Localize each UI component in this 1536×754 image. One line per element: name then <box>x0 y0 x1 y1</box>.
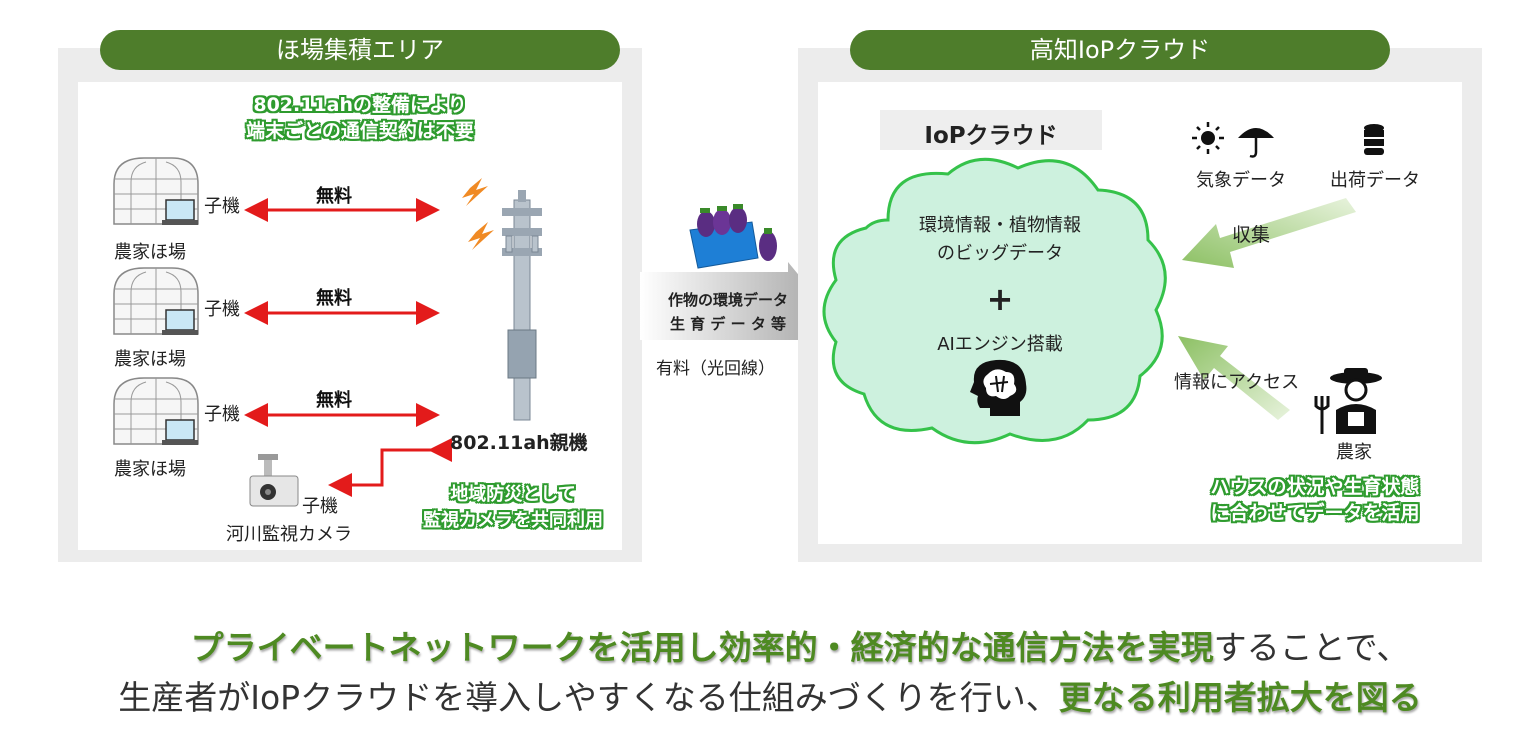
ai-engine-label: AIエンジン搭載 <box>937 334 1063 355</box>
data-source-icons <box>1192 122 1384 158</box>
greenhouse-icon-3 <box>113 377 199 446</box>
flow-arrows <box>1178 198 1356 420</box>
cloud-line-2: のビッグデータ <box>937 243 1063 264</box>
greenhouse-icon-1 <box>113 157 199 226</box>
disaster-line-2: 監視カメラを共同利用 <box>423 510 603 531</box>
database-icon <box>1364 124 1384 155</box>
farm-label-3: 農家ほ場 <box>114 459 186 480</box>
usage-line-1: ハウスの状況や生育状態 <box>1210 476 1420 498</box>
no-contract-note: 802.11ahの整備により 端末ごとの通信契約は不要 <box>160 92 560 144</box>
right-panel-title: 高知IoPクラウド <box>850 30 1390 70</box>
note-line-1: 802.11ahの整備により <box>253 94 467 116</box>
ai-brain-icon <box>970 359 1027 416</box>
usage-note: ハウスの状況や生育状態 に合わせてデータを活用 <box>1150 474 1480 526</box>
bottom-line-1: プライベートネットワークを活用し効率的・経済的な通信方法を実現することで、 <box>100 626 1500 670</box>
access-label: 情報にアクセス <box>1174 372 1300 393</box>
disaster-note: 地域防災として 監視カメラを共同利用 <box>398 482 628 534</box>
free-label-2: 無料 <box>316 288 352 309</box>
camera-label: 河川監視カメラ <box>226 524 352 545</box>
farmer-label: 農家 <box>1336 442 1372 463</box>
sun-icon <box>1192 122 1224 154</box>
access-arrow <box>1178 336 1290 420</box>
weather-data-label: 気象データ <box>1196 170 1286 191</box>
umbrella-icon <box>1238 128 1274 158</box>
bottom-line-2-highlight: 更なる利用者拡大を図る <box>1058 678 1422 717</box>
collect-arrow <box>1182 198 1356 268</box>
data-flow-arrow <box>640 262 825 340</box>
greenhouse-icon-2 <box>113 267 199 336</box>
child-label-2: 子機 <box>204 299 240 320</box>
farm-label-1: 農家ほ場 <box>114 242 186 263</box>
cloud-shape <box>822 157 1167 445</box>
left-panel-title: ほ場集積エリア <box>100 30 620 70</box>
data-flow-label: 作物の環境データ 生 育 デ ー タ 等 <box>648 288 808 336</box>
camera-icon <box>249 454 299 507</box>
free-label-1: 無料 <box>316 186 352 207</box>
camera-child-label: 子機 <box>302 496 338 517</box>
wireless-signal-icon <box>462 178 494 250</box>
note-line-2: 端末ごとの通信契約は不要 <box>246 120 474 142</box>
cloud-title-box <box>880 110 1102 150</box>
cloud-title: IoPクラウド <box>924 123 1058 149</box>
disaster-line-1: 地域防災として <box>450 484 576 505</box>
cloud-graphic <box>822 157 1167 445</box>
shipping-data-label: 出荷データ <box>1330 170 1420 191</box>
parent-station-label: 802.11ah親機 <box>450 432 588 454</box>
child-label-1: 子機 <box>204 196 240 217</box>
paid-label: 有料（光回線） <box>656 359 775 379</box>
camera-link <box>328 438 452 497</box>
child-label-3: 子機 <box>204 404 240 425</box>
bottom-line-2: 生産者がIoPクラウドを導入しやすくなる仕組みづくりを行い、更なる利用者拡大を図… <box>60 676 1480 720</box>
farm-label-2: 農家ほ場 <box>114 349 186 370</box>
plus-sign: + <box>986 280 1014 318</box>
collect-label: 収集 <box>1232 224 1271 246</box>
vegetable-crate-icon <box>689 204 777 269</box>
bottom-line-1-rest: することで、 <box>1213 628 1410 667</box>
bottom-line-2-rest: 生産者がIoPクラウドを導入しやすくなる仕組みづくりを行い、 <box>118 678 1059 717</box>
middle-graphics <box>640 204 825 340</box>
base-station-tower-icon <box>502 190 542 421</box>
cloud-text: 環境情報・植物情報 のビッグデータ <box>880 212 1120 268</box>
usage-line-2: に合わせてデータを活用 <box>1210 502 1420 524</box>
bottom-line-1-highlight: プライベートネットワークを活用し効率的・経済的な通信方法を実現 <box>190 628 1214 667</box>
farmer-icon <box>1314 368 1382 434</box>
data-flow-line-2: 生 育 デ ー タ 等 <box>669 315 787 333</box>
free-label-3: 無料 <box>316 390 352 411</box>
cloud-line-1: 環境情報・植物情報 <box>919 215 1081 236</box>
data-flow-line-1: 作物の環境データ <box>667 291 788 309</box>
left-diagram <box>113 157 542 507</box>
